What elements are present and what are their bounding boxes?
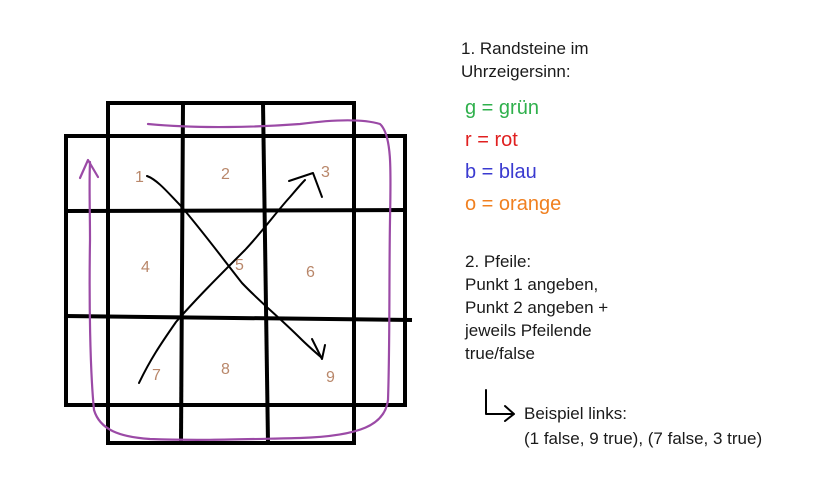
arrow-7-to-3-head bbox=[288, 172, 323, 198]
grid-line-v1 bbox=[178, 100, 186, 446]
arrow-1-to-9-head bbox=[311, 338, 326, 360]
cell-number-2: 2 bbox=[221, 166, 230, 183]
cell-number-1: 1 bbox=[135, 169, 144, 186]
arrows bbox=[138, 172, 326, 384]
color-legend: g = grün r = rot b = blau o = orange bbox=[465, 92, 561, 220]
section1-heading-line2: Uhrzeigersinn: bbox=[461, 62, 571, 81]
example-line1: Beispiel links: bbox=[524, 404, 627, 423]
section2-heading: 2. Pfeile: bbox=[465, 252, 532, 271]
face-outline bbox=[64, 134, 407, 407]
cell-number-4: 4 bbox=[141, 259, 150, 276]
grid bbox=[63, 100, 413, 446]
loop-arrowhead bbox=[78, 158, 100, 180]
hook-arrow-path bbox=[485, 389, 513, 415]
cell-number-5: 5 bbox=[235, 257, 244, 274]
legend-green: g = grün bbox=[465, 97, 539, 119]
legend-red: r = rot bbox=[465, 129, 518, 151]
top-bottom-edge-outline bbox=[106, 101, 356, 445]
arrow-7-to-3 bbox=[138, 179, 306, 384]
section2-line5: true/false bbox=[465, 344, 535, 363]
section2-line2: Punkt 1 angeben, bbox=[465, 275, 599, 294]
section2-line3: Punkt 2 angeben + bbox=[465, 298, 609, 317]
legend-orange: o = orange bbox=[465, 193, 562, 215]
cell-numbers: 1 2 3 4 5 6 7 8 9 bbox=[135, 164, 335, 386]
cell-number-9: 9 bbox=[326, 369, 335, 386]
grid-line-h1 bbox=[63, 207, 408, 214]
legend-blue: b = blau bbox=[465, 161, 537, 183]
example-hook-arrow bbox=[485, 389, 515, 422]
arrow-1-to-9 bbox=[146, 175, 323, 359]
section1-heading-line1: 1. Randsteine im bbox=[461, 39, 589, 58]
clockwise-loop-path bbox=[88, 119, 392, 441]
hook-arrow-head bbox=[504, 405, 515, 422]
example-line2: (1 false, 9 true), (7 false, 3 true) bbox=[524, 429, 763, 448]
clockwise-loop bbox=[78, 119, 392, 441]
cell-number-8: 8 bbox=[221, 361, 230, 378]
grid-line-h2 bbox=[63, 313, 413, 323]
cell-number-7: 7 bbox=[152, 367, 161, 384]
cell-number-3: 3 bbox=[321, 164, 330, 181]
section2-line4: jeweils Pfeilende bbox=[465, 321, 592, 340]
cell-number-6: 6 bbox=[306, 264, 315, 281]
grid-line-v2 bbox=[260, 100, 271, 446]
